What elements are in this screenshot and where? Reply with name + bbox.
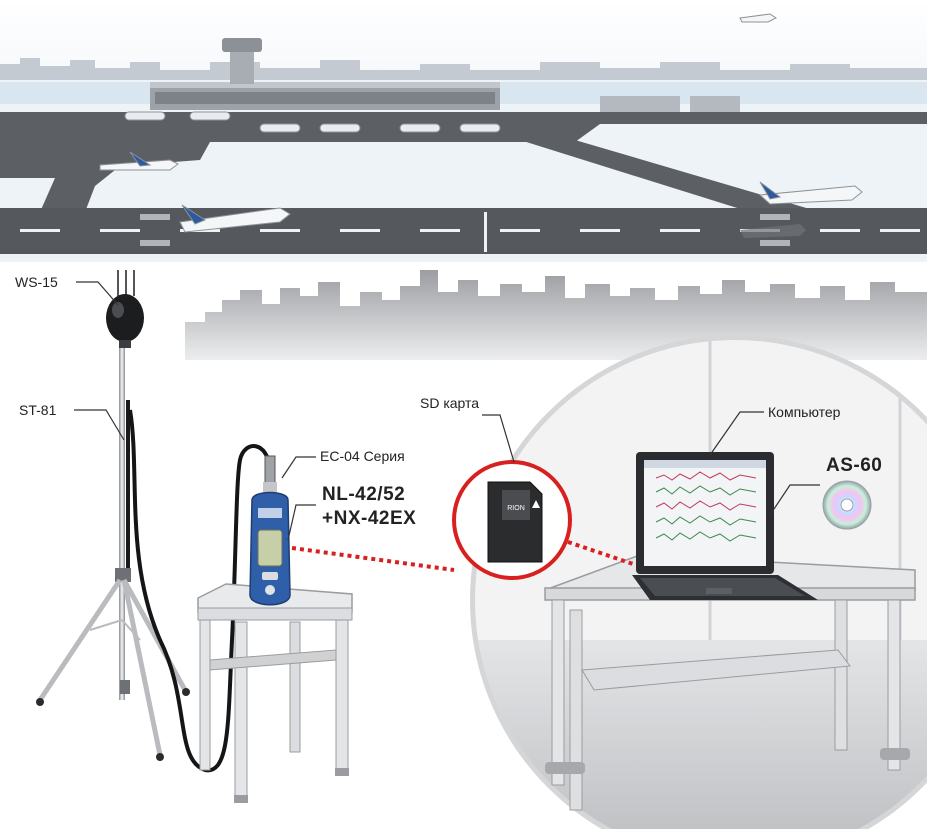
software-waveforms [655, 471, 757, 542]
label-computer: Компьютер [768, 404, 841, 420]
ws-15-windscreen [106, 270, 144, 348]
nl-42-sound-level-meter [249, 455, 291, 606]
label-ws-15: WS-15 [15, 274, 58, 290]
cd-disc-icon [822, 480, 872, 530]
label-leader-lines [74, 281, 820, 541]
meter-table [197, 583, 353, 803]
taxiway-left [0, 142, 210, 212]
city-skyline [185, 270, 927, 360]
airport-scene [0, 0, 927, 262]
data-transfer-links [291, 540, 637, 572]
taxiway-right [520, 140, 820, 212]
label-st-81: ST-81 [19, 402, 57, 418]
label-nl-42-52: NL-42/52 [322, 484, 406, 505]
label-sd-card: SD карта [420, 395, 480, 411]
label-nx-42ex: +NX-42EX [322, 508, 417, 529]
st-81-tripod-stand [36, 330, 190, 761]
label-ec-04-series: EC-04 Серия [320, 448, 405, 464]
sd-card-highlight: RION [452, 460, 572, 580]
aircraft [99, 13, 863, 238]
label-as-60: AS-60 [826, 455, 883, 476]
terminal-building [150, 38, 740, 112]
runway-markings [20, 212, 920, 252]
parked-aircraft [124, 111, 501, 133]
laptop-screen [644, 460, 766, 566]
laptop-computer [632, 452, 818, 600]
sd-card-brand: RION [507, 505, 525, 512]
ec-04-cable [128, 409, 272, 773]
